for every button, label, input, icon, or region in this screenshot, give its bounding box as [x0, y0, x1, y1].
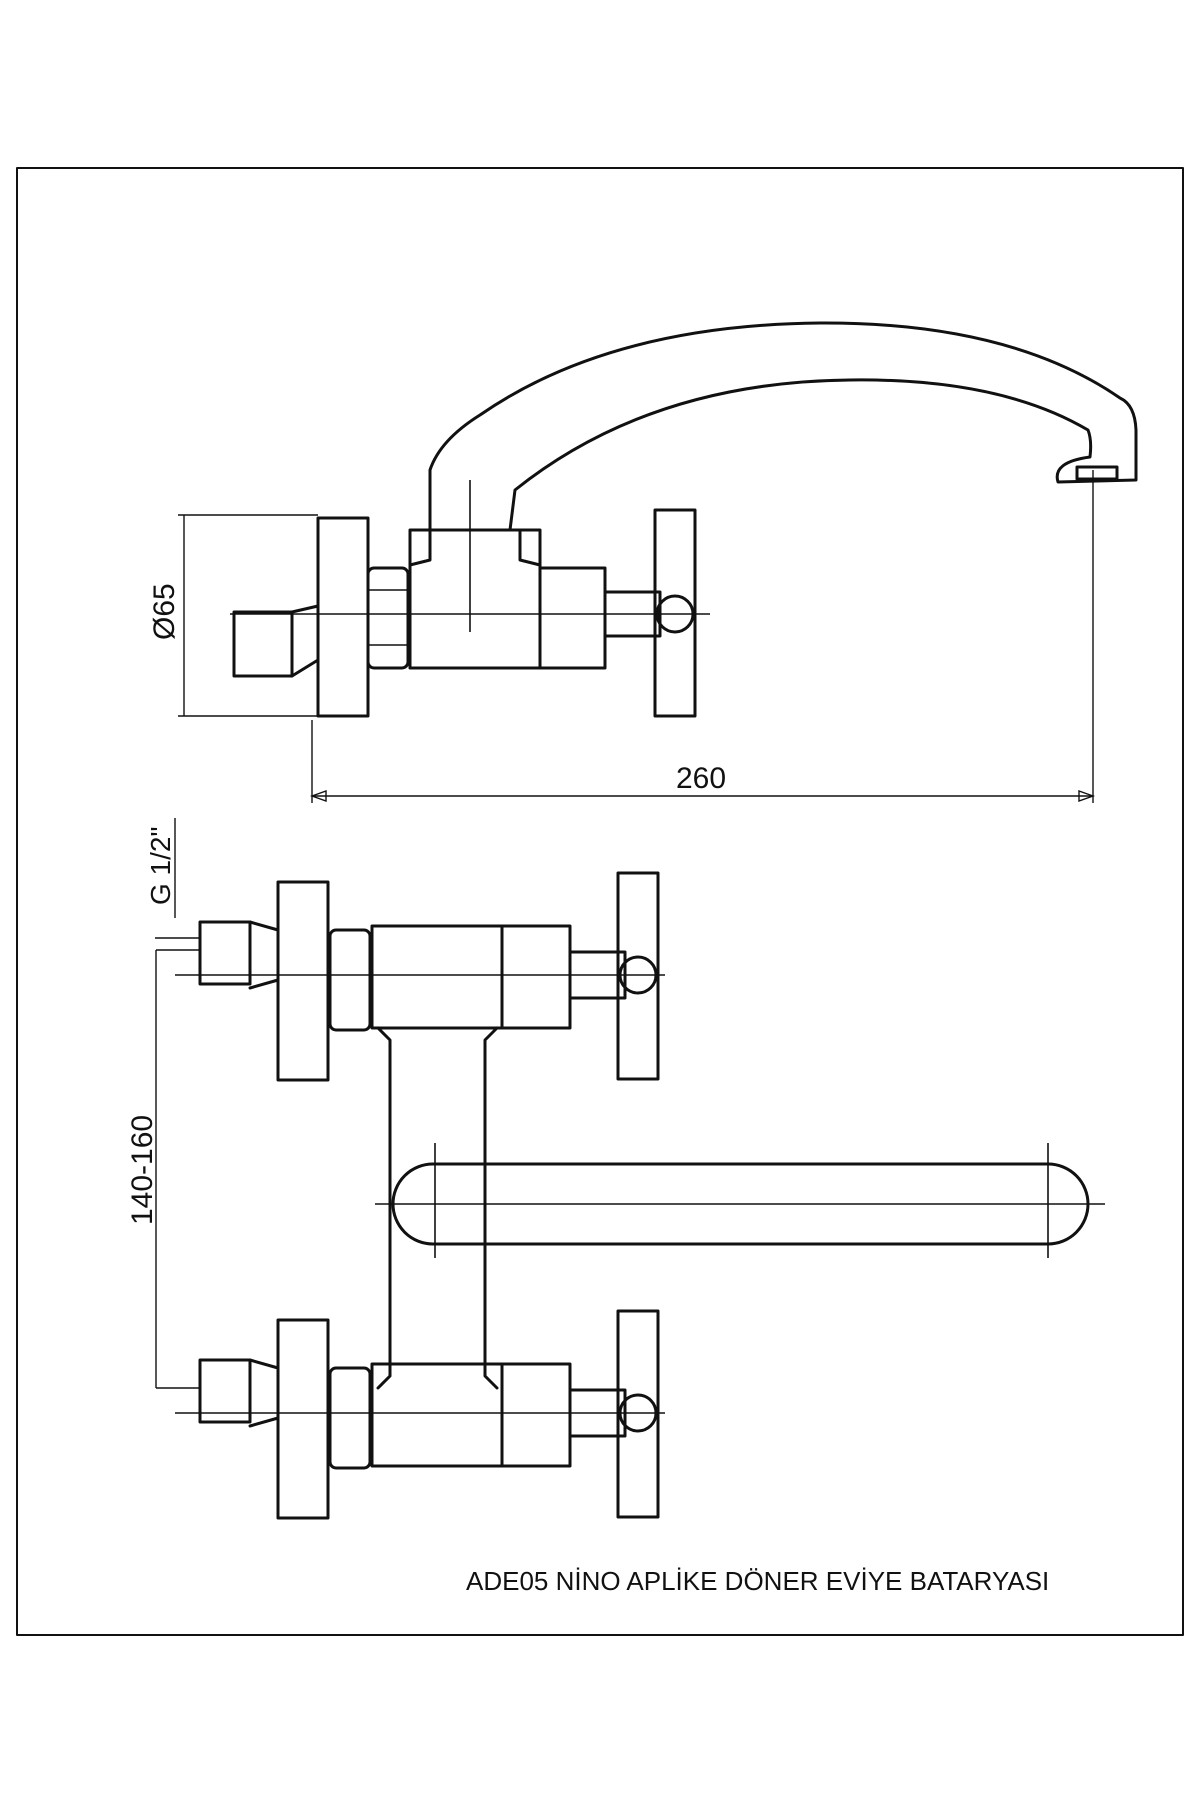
- drawing-frame: [16, 167, 1184, 1636]
- lower-hex-nut: [328, 1366, 372, 1470]
- lower-body-block: [370, 1362, 504, 1468]
- spout-outer-curve: [428, 321, 1138, 532]
- upper-cross-handle: [616, 871, 660, 1081]
- valve-bonnet: [538, 566, 607, 670]
- cross-handle: [653, 508, 697, 718]
- wall-flange: [316, 516, 370, 718]
- upper-wall-flange: [276, 880, 330, 1082]
- spacing-dimension-label: 140-160: [126, 1115, 159, 1225]
- body-tube: [376, 1026, 392, 1390]
- lower-valve-bonnet: [500, 1362, 572, 1468]
- lower-cross-handle: [616, 1309, 660, 1519]
- spout-aerator: [1075, 465, 1119, 481]
- upper-inlet-fitting: [198, 920, 252, 986]
- side-view: Ø65 260: [148, 321, 1138, 803]
- front-view: G 1/2" 140-160: [126, 818, 1105, 1520]
- upper-valve-bonnet: [500, 924, 572, 1030]
- diameter-dimension-label: Ø65: [148, 583, 181, 640]
- length-dimension-label: 260: [676, 762, 726, 795]
- inlet-cone: [290, 604, 320, 678]
- lower-inlet-fitting: [198, 1358, 252, 1424]
- inlet-fitting: [232, 610, 294, 678]
- thread-dimension-label: G 1/2": [145, 827, 176, 905]
- product-title: ADE05 NİNO APLİKE DÖNER EVİYE BATARYASI: [466, 1566, 1049, 1596]
- lower-wall-flange: [276, 1318, 330, 1520]
- hex-nut: [366, 566, 410, 670]
- upper-hex-nut: [328, 928, 372, 1032]
- upper-body-block: [370, 924, 504, 1030]
